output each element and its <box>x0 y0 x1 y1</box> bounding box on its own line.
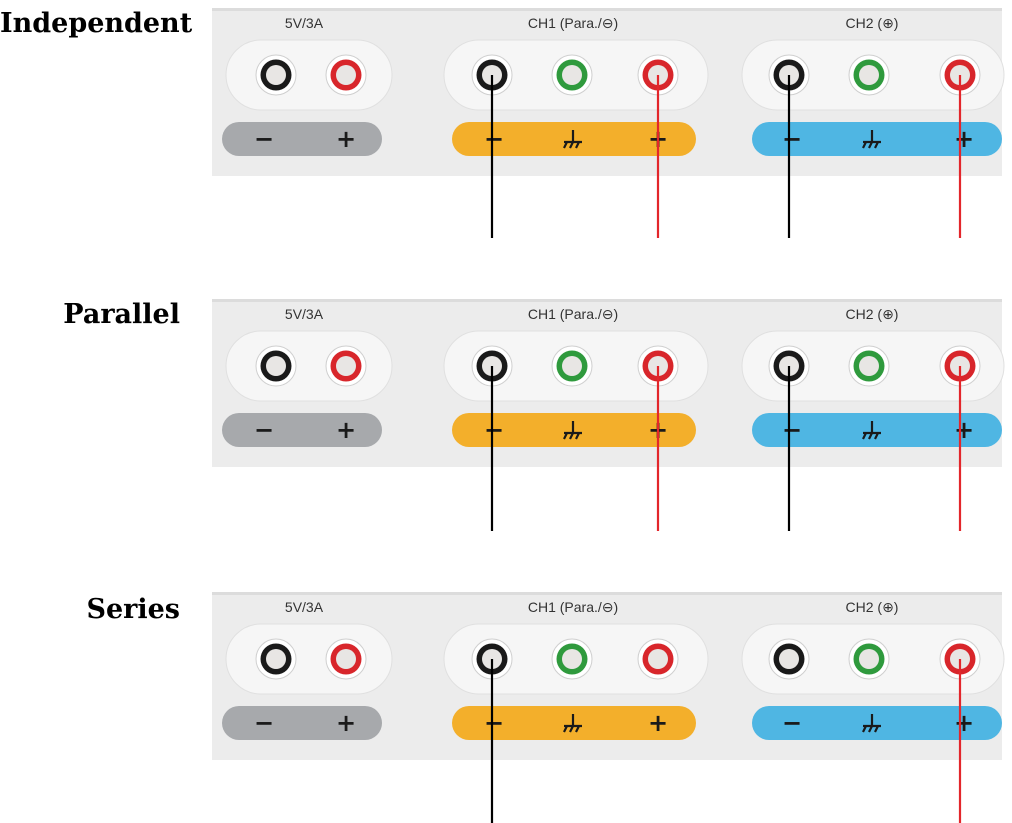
sign-fixed-plus: + <box>336 416 356 444</box>
label-bar-fixed <box>222 122 382 156</box>
ground-icon <box>563 714 582 733</box>
ground-icon <box>563 421 582 440</box>
section-title-ch2: CH2 (⊕) <box>846 306 899 322</box>
sign-fixed-minus: − <box>254 125 274 153</box>
sign-fixed-minus: − <box>254 416 274 444</box>
jack-fixed-plus-hole <box>336 65 356 85</box>
ground-icon <box>862 714 881 733</box>
section-title-fixed: 5V/3A <box>285 599 324 615</box>
jack-well-fixed <box>225 623 393 695</box>
ground-icon <box>862 421 881 440</box>
sign-ch2-minus: − <box>782 125 802 153</box>
section-title-ch2: CH2 (⊕) <box>846 599 899 615</box>
mode-label-series: Series <box>86 594 180 625</box>
sign-ch1-minus: − <box>484 416 504 444</box>
section-title-ch1: CH1 (Para./⊖) <box>528 306 618 322</box>
ground-icon <box>862 130 881 149</box>
jack-ch2-ground-hole <box>859 649 879 669</box>
jack-fixed-minus-hole <box>266 649 286 669</box>
label-bar-fixed <box>222 706 382 740</box>
sign-ch2-plus: + <box>954 416 974 444</box>
front-panel-2: 5V/3A CH1 (Para./⊖) CH2 (⊕) − + − + − + <box>212 592 1005 823</box>
panel-top-edge <box>212 299 1002 302</box>
panel-top-edge <box>212 8 1002 11</box>
section-title-ch2: CH2 (⊕) <box>846 15 899 31</box>
jack-fixed-plus-hole <box>336 356 356 376</box>
jack-ch2-ground-hole <box>859 356 879 376</box>
sign-fixed-plus: + <box>336 125 356 153</box>
jack-ch2-ground-hole <box>859 65 879 85</box>
jack-ch2-minus-hole <box>779 649 799 669</box>
jack-well-fixed <box>225 330 393 402</box>
sign-ch1-minus: − <box>484 125 504 153</box>
label-bar-ch2 <box>752 706 1002 740</box>
jack-well-fixed <box>225 39 393 111</box>
jack-ch1-ground-hole <box>562 65 582 85</box>
sign-ch2-plus: + <box>954 125 974 153</box>
jack-fixed-plus-hole <box>336 649 356 669</box>
jack-ch1-ground-hole <box>562 356 582 376</box>
jack-fixed-minus-hole <box>266 65 286 85</box>
sign-ch2-minus: − <box>782 709 802 737</box>
ground-icon <box>563 130 582 149</box>
sign-ch2-plus: + <box>954 709 974 737</box>
jack-ch1-plus-hole <box>648 649 668 669</box>
sign-fixed-minus: − <box>254 709 274 737</box>
section-title-fixed: 5V/3A <box>285 306 324 322</box>
sign-fixed-plus: + <box>336 709 356 737</box>
label-bar-ch2 <box>752 413 1002 447</box>
label-bar-fixed <box>222 413 382 447</box>
label-bar-ch2 <box>752 122 1002 156</box>
sign-ch1-minus: − <box>484 709 504 737</box>
section-title-fixed: 5V/3A <box>285 15 324 31</box>
mode-label-independent: Independent <box>0 8 193 39</box>
mode-label-parallel: Parallel <box>63 299 180 330</box>
section-title-ch1: CH1 (Para./⊖) <box>528 15 618 31</box>
sign-ch2-minus: − <box>782 416 802 444</box>
panel-top-edge <box>212 592 1002 595</box>
jack-fixed-minus-hole <box>266 356 286 376</box>
jack-ch1-ground-hole <box>562 649 582 669</box>
sign-ch1-plus: + <box>648 709 668 737</box>
section-title-ch1: CH1 (Para./⊖) <box>528 599 618 615</box>
